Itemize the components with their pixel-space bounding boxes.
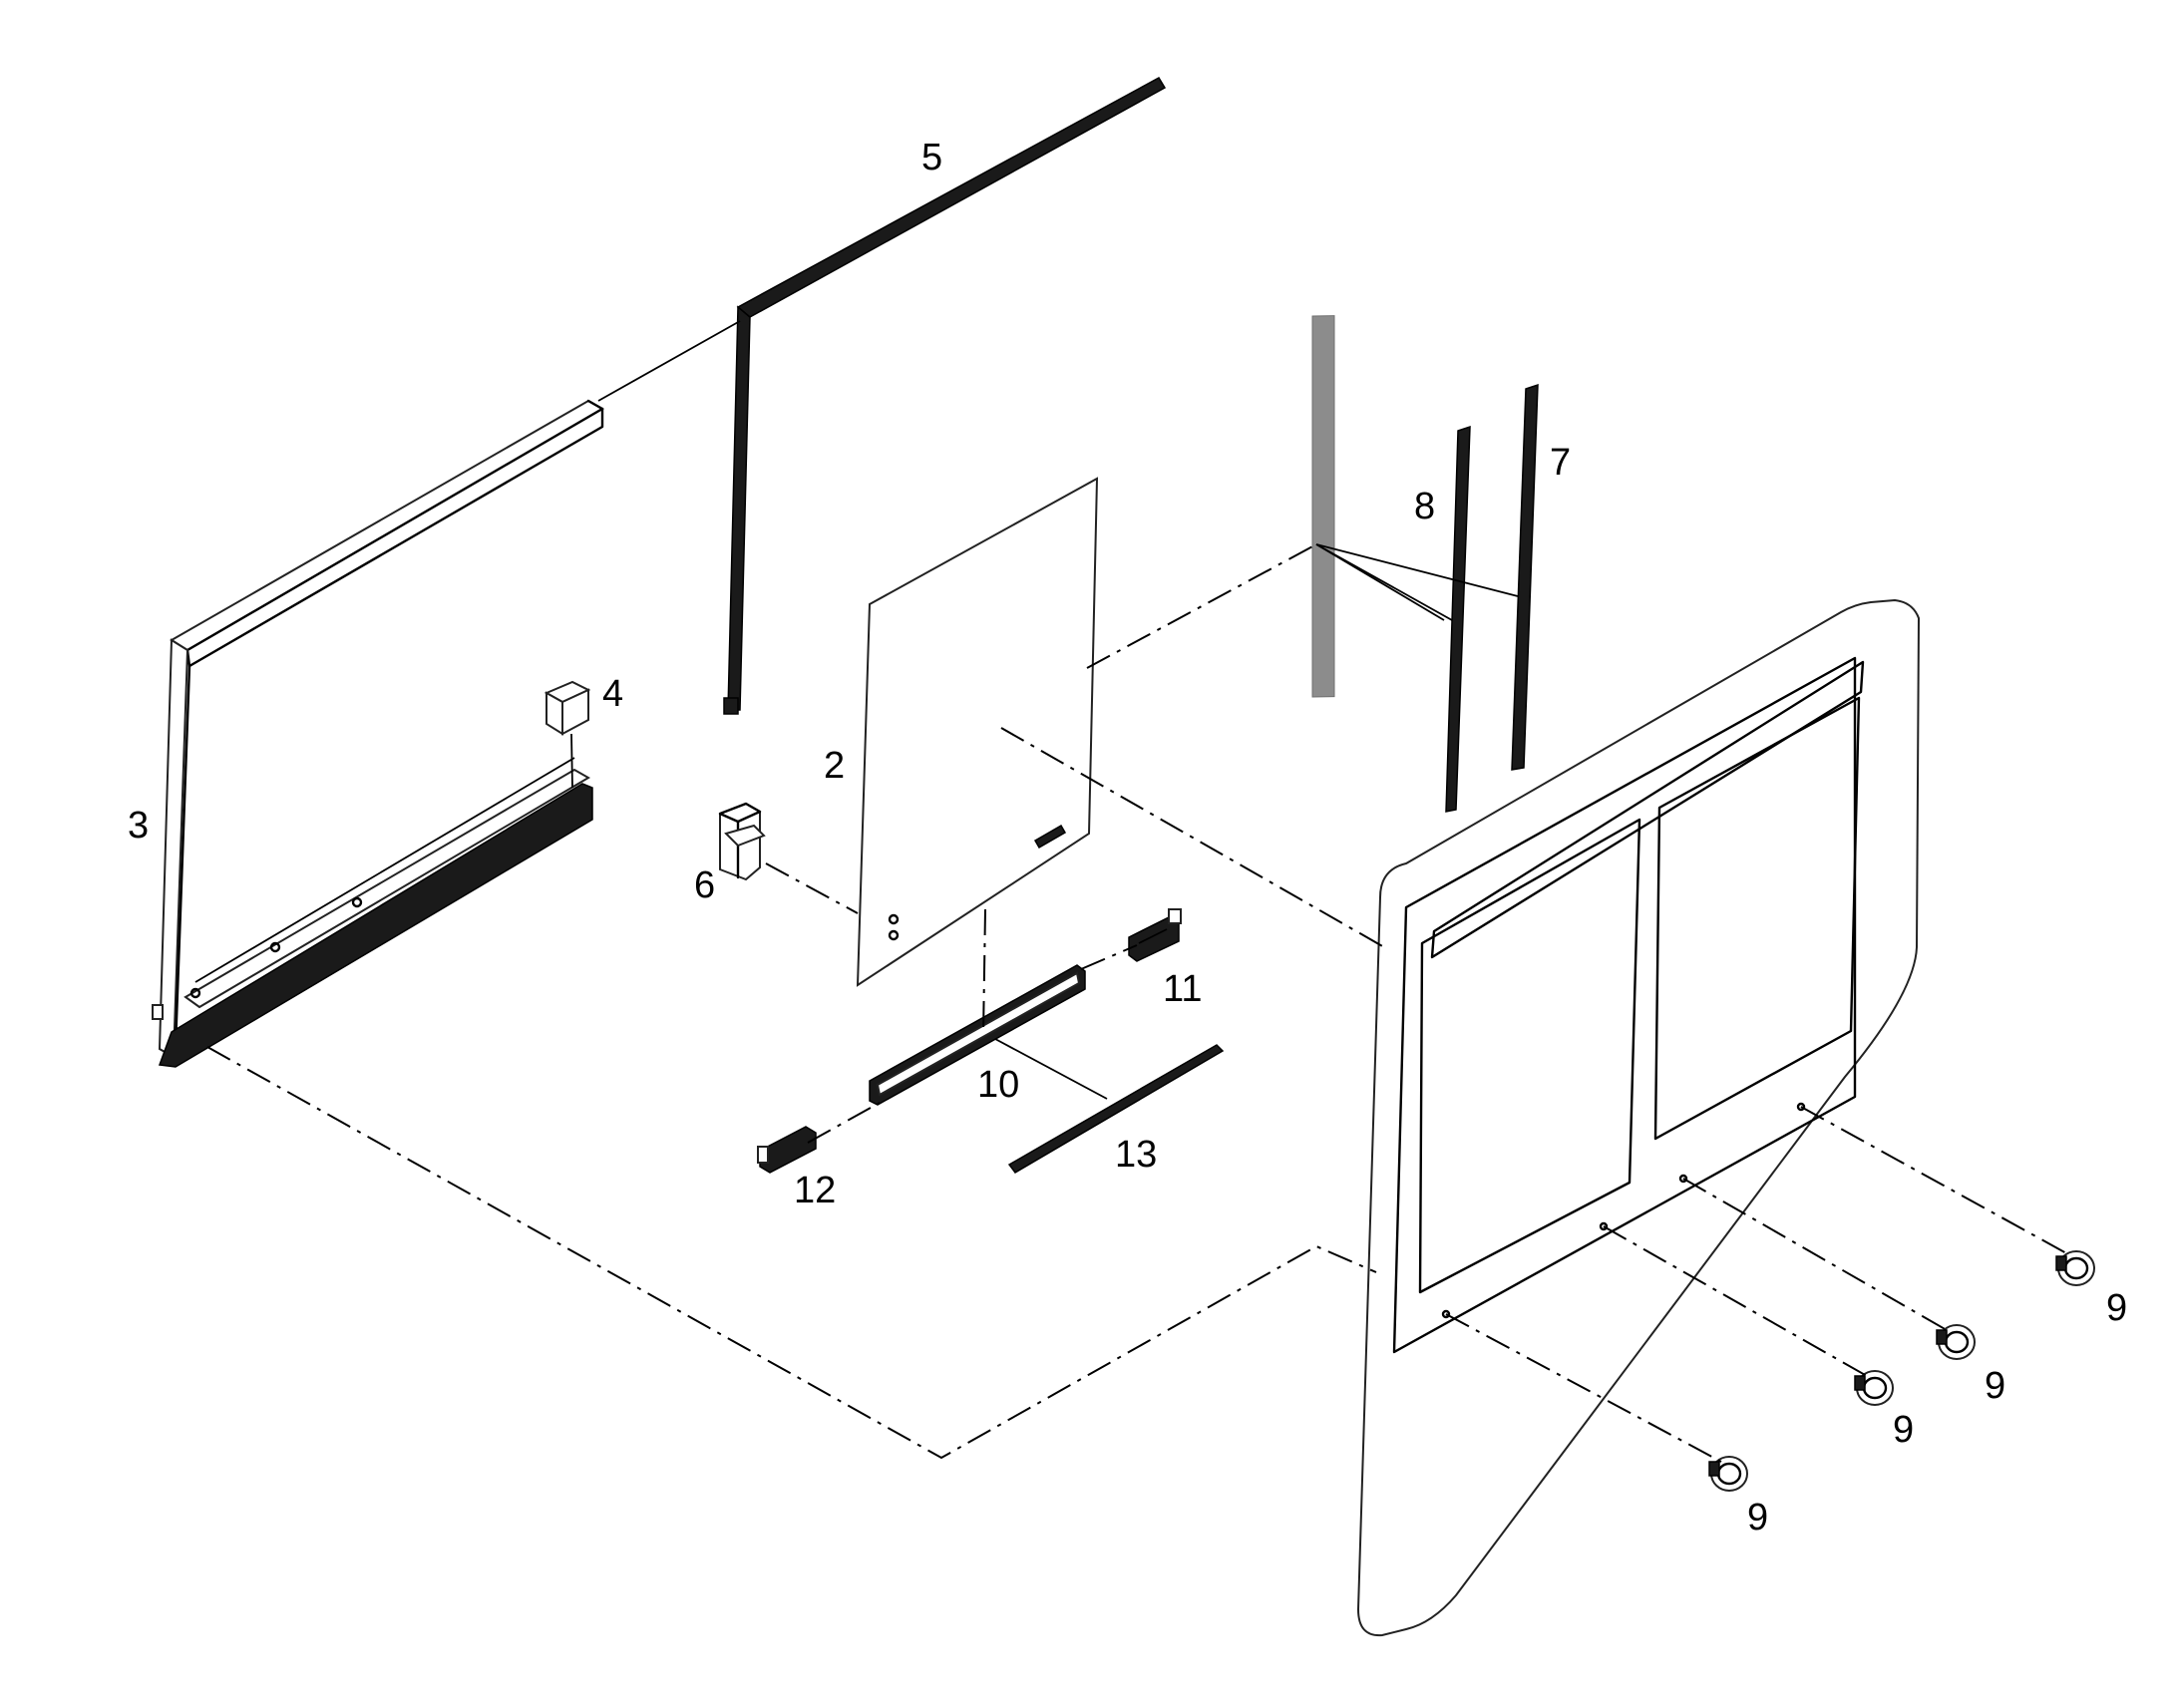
label-10: 10: [977, 1064, 1019, 1106]
label-9d: 9: [1747, 1497, 1768, 1538]
label-2: 2: [824, 745, 845, 787]
label-9c: 9: [1893, 1409, 1914, 1451]
part-4-clip: [544, 680, 591, 736]
leader-13: [994, 1038, 1108, 1100]
part-8-seal: [1445, 425, 1471, 813]
label-5: 5: [921, 137, 942, 178]
part-9-knob-d: [1708, 1456, 1748, 1492]
part-3-frame: [152, 399, 605, 1068]
label-4: 4: [602, 673, 623, 715]
part-7-seal: [1511, 383, 1539, 771]
door-window-right: [1653, 696, 1861, 1141]
leader-5: [597, 320, 741, 402]
part-6-latch: [718, 802, 766, 881]
label-7: 7: [1550, 442, 1571, 484]
part-11-cap: [1128, 908, 1182, 962]
part-13-strip: [1007, 1044, 1225, 1174]
door-window-left: [1418, 818, 1641, 1294]
label-9a: 9: [2106, 1287, 2127, 1329]
part-12-cap: [757, 1126, 817, 1174]
part-9-knob-a: [2055, 1250, 2095, 1286]
door-panel: [1356, 598, 1921, 1637]
label-9b: 9: [1985, 1365, 2005, 1407]
door-inner-rim: [1392, 656, 1857, 1354]
assembly-lines: [206, 543, 2069, 1463]
part-9-knob-b: [1936, 1324, 1976, 1360]
label-6: 6: [694, 864, 715, 906]
label-3: 3: [128, 805, 149, 847]
part-grey-seal: [1311, 315, 1335, 698]
part-9-knob-c: [1854, 1370, 1894, 1406]
label-11: 11: [1163, 968, 1202, 1010]
glass-marking: [1033, 825, 1067, 849]
leader-4: [570, 733, 573, 789]
part-5-upper-seal: [723, 76, 1167, 715]
door-top-slot: [1430, 660, 1865, 959]
leaders-7-8: [1315, 543, 1519, 621]
label-12: 12: [794, 1170, 836, 1211]
part-2-glass: [856, 477, 1099, 987]
label-13: 13: [1115, 1134, 1157, 1176]
part-10-channel: [869, 964, 1086, 1106]
label-8: 8: [1414, 486, 1435, 527]
